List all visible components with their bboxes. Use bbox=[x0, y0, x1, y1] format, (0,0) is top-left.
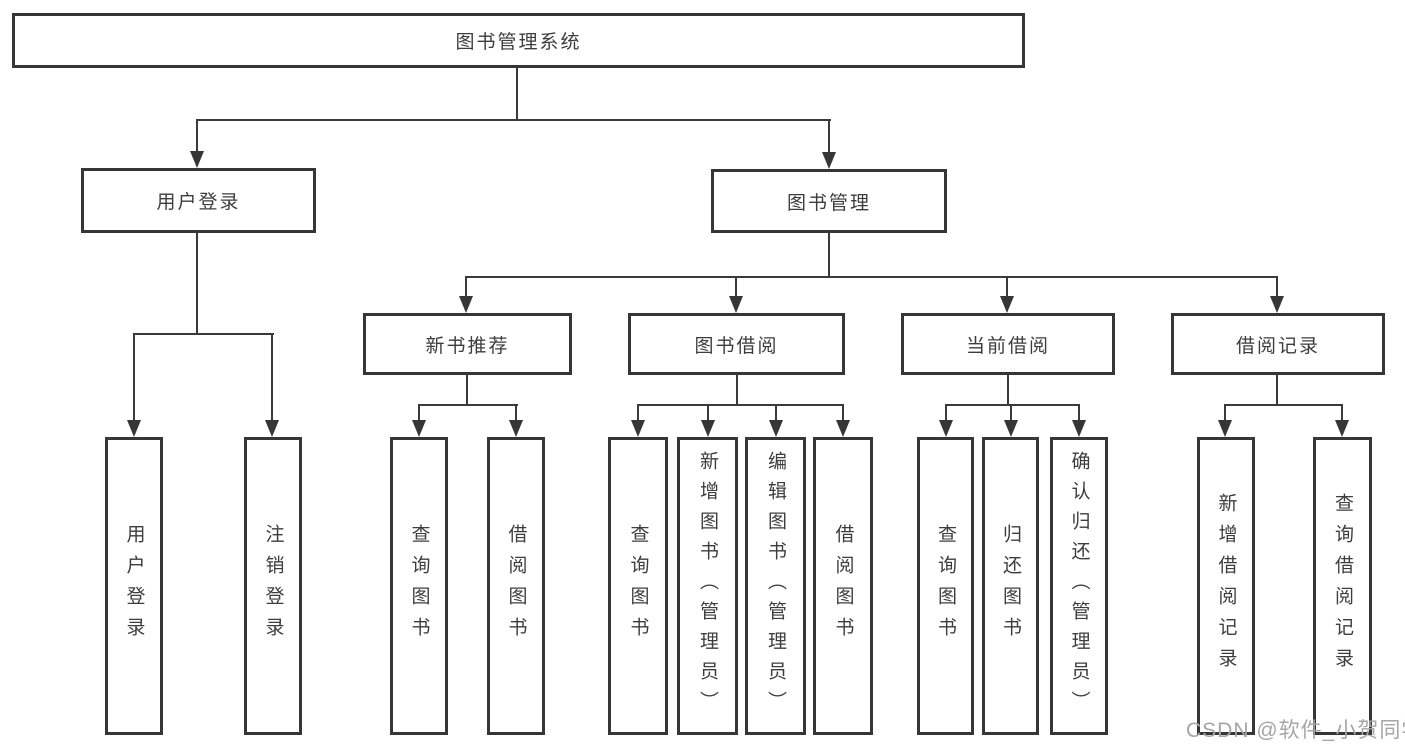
arrow-down-icon bbox=[1000, 296, 1014, 313]
arrow-down-icon bbox=[701, 420, 715, 437]
connector-drop-new-book-rec bbox=[465, 276, 467, 297]
arrow-down-icon bbox=[265, 420, 279, 437]
node-leaf-confirm-return: 确认归还（管理员） bbox=[1050, 437, 1108, 735]
arrow-down-icon bbox=[459, 296, 473, 313]
connector-current-borrow-stem bbox=[1007, 374, 1009, 406]
leaf-label: 查询图书 bbox=[935, 524, 956, 648]
leaf-label: 归还图书 bbox=[1000, 524, 1021, 648]
connector-drop-leaf bbox=[707, 404, 709, 421]
connector-drop-leaf bbox=[775, 404, 777, 421]
node-leaf-borrow-books-2: 借阅图书 bbox=[813, 437, 873, 735]
connector-drop-book-mgmt bbox=[828, 119, 830, 153]
leaf-label: 用户登录 bbox=[123, 524, 145, 648]
node-new-book-rec-label: 新书推荐 bbox=[425, 335, 510, 357]
arrow-down-icon bbox=[631, 420, 645, 437]
arrow-down-icon bbox=[769, 420, 783, 437]
node-leaf-borrow-books-1: 借阅图书 bbox=[487, 437, 545, 735]
connector-drop-leaf bbox=[1078, 404, 1080, 421]
leaf-label: 借阅图书 bbox=[505, 524, 527, 648]
leaf-label: 查询借阅记录 bbox=[1332, 493, 1353, 679]
connector-drop-leaf bbox=[1224, 404, 1226, 421]
leaf-label: 查询图书 bbox=[627, 524, 649, 648]
connector-drop-leaf-logout bbox=[271, 333, 273, 421]
arrow-down-icon bbox=[729, 296, 743, 313]
connector-drop-leaf-user-login bbox=[133, 333, 135, 421]
leaf-label: 借阅图书 bbox=[832, 524, 854, 648]
connector-drop-leaf bbox=[637, 404, 639, 421]
node-leaf-query-books-1: 查询图书 bbox=[390, 437, 448, 735]
arrow-down-icon bbox=[1072, 420, 1086, 437]
arrow-down-icon bbox=[509, 420, 523, 437]
leaf-label: 确认归还（管理员） bbox=[1068, 451, 1090, 721]
arrow-down-icon bbox=[127, 420, 141, 437]
node-leaf-query-books-2: 查询图书 bbox=[608, 437, 668, 735]
node-leaf-logout: 注销登录 bbox=[244, 437, 302, 735]
connector-drop-leaf bbox=[418, 404, 420, 421]
leaf-label: 新增借阅记录 bbox=[1215, 493, 1237, 679]
arrow-down-icon bbox=[1270, 296, 1284, 313]
connector-current-borrow-rail bbox=[945, 404, 1080, 406]
connector-borrow-records-stem bbox=[1276, 374, 1278, 406]
arrow-down-icon bbox=[836, 420, 850, 437]
node-leaf-add-borrow-record: 新增借阅记录 bbox=[1197, 437, 1255, 735]
arrow-down-icon bbox=[1335, 420, 1349, 437]
node-new-book-rec: 新书推荐 bbox=[363, 313, 572, 375]
node-user-login-label: 用户登录 bbox=[156, 192, 241, 213]
arrow-down-icon bbox=[1004, 420, 1018, 437]
arrow-down-icon bbox=[190, 151, 204, 168]
arrow-down-icon bbox=[939, 420, 953, 437]
connector-drop-borrow-records bbox=[1276, 276, 1278, 297]
node-leaf-user-login: 用户登录 bbox=[105, 437, 163, 735]
connector-drop-leaf bbox=[945, 404, 947, 421]
node-leaf-query-borrow-record: 查询借阅记录 bbox=[1313, 437, 1372, 735]
arrow-down-icon bbox=[822, 152, 836, 169]
node-borrow-records-label: 借阅记录 bbox=[1235, 335, 1320, 357]
node-current-borrow: 当前借阅 bbox=[901, 313, 1115, 375]
connector-book-mgmt-stem bbox=[828, 232, 830, 278]
node-root-label: 图书管理系统 bbox=[455, 32, 582, 53]
connector-drop-user-login bbox=[196, 119, 198, 152]
node-book-mgmt: 图书管理 bbox=[711, 169, 947, 233]
connector-drop-leaf bbox=[1341, 404, 1343, 421]
node-leaf-return-books: 归还图书 bbox=[982, 437, 1039, 735]
node-book-borrow: 图书借阅 bbox=[628, 313, 845, 375]
connector-drop-book-borrow bbox=[735, 276, 737, 297]
connector-book-borrow-stem bbox=[736, 374, 738, 406]
connector-drop-leaf bbox=[842, 404, 844, 421]
node-current-borrow-label: 当前借阅 bbox=[965, 335, 1050, 357]
connector-book-mgmt-rail bbox=[465, 276, 1278, 278]
node-root: 图书管理系统 bbox=[12, 13, 1025, 68]
connector-new-book-rec-stem bbox=[466, 374, 468, 406]
leaf-label: 编辑图书（管理员） bbox=[765, 451, 786, 721]
node-leaf-add-books: 新增图书（管理员） bbox=[677, 437, 738, 735]
connector-book-borrow-rail bbox=[637, 404, 844, 406]
connector-new-book-rec-rail bbox=[418, 404, 518, 406]
connector-drop-leaf bbox=[1010, 404, 1012, 421]
node-book-mgmt-label: 图书管理 bbox=[786, 192, 871, 214]
connector-drop-current-borrow bbox=[1006, 276, 1008, 297]
leaf-label: 新增图书（管理员） bbox=[697, 451, 718, 721]
leaf-label: 查询图书 bbox=[408, 524, 430, 648]
connector-user-login-stem bbox=[196, 232, 198, 335]
node-user-login: 用户登录 bbox=[81, 168, 316, 233]
connector-borrow-records-rail bbox=[1224, 404, 1343, 406]
csdn-watermark: CSDN @软件_小贺同学 bbox=[1186, 719, 1405, 742]
leaf-label: 注销登录 bbox=[262, 524, 284, 648]
connector-root-stem bbox=[516, 68, 518, 121]
node-book-borrow-label: 图书借阅 bbox=[694, 335, 779, 357]
node-leaf-edit-books: 编辑图书（管理员） bbox=[745, 437, 806, 735]
connector-user-login-rail bbox=[133, 333, 274, 335]
node-borrow-records: 借阅记录 bbox=[1171, 313, 1385, 375]
connector-root-rail bbox=[196, 119, 831, 121]
arrow-down-icon bbox=[412, 420, 426, 437]
connector-drop-leaf bbox=[515, 404, 517, 421]
node-leaf-query-books-3: 查询图书 bbox=[917, 437, 974, 735]
arrow-down-icon bbox=[1218, 420, 1232, 437]
